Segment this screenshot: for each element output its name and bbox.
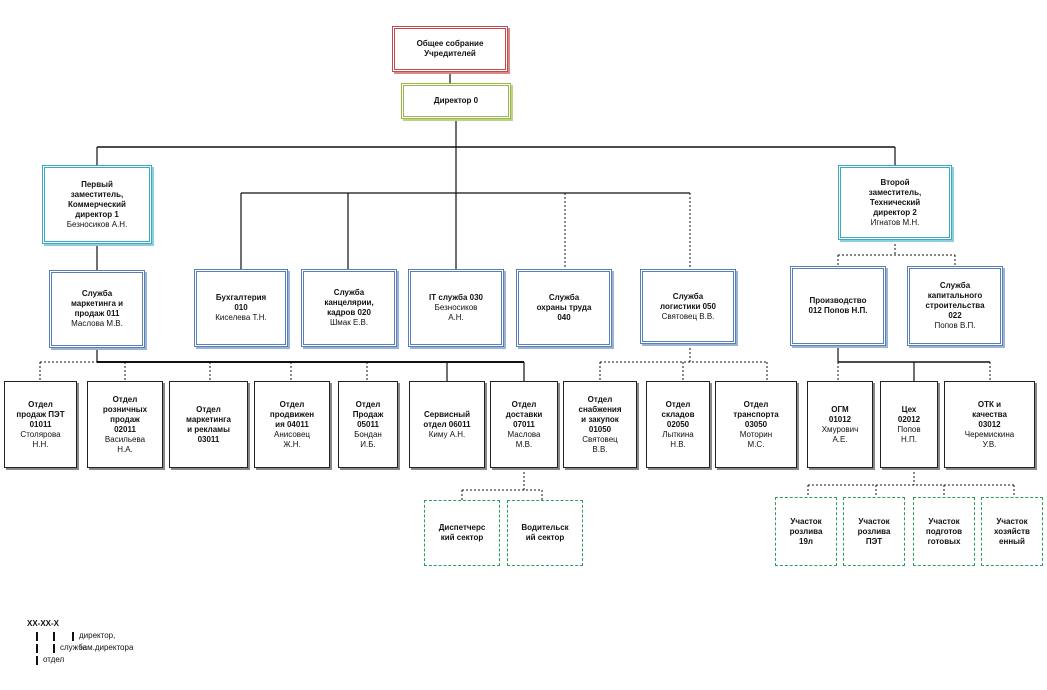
node-logistics-label: Служба логистики 050 bbox=[660, 291, 716, 311]
node-dept-service-label: Сервисный отдел 06011 bbox=[423, 409, 471, 429]
node-dept-transport-person: Моторин М.С. bbox=[739, 429, 773, 449]
node-sector-drivers: Водительск ий сектор bbox=[507, 500, 583, 566]
node-marketing-label: Служба маркетинга и продаж 011 bbox=[70, 289, 124, 318]
node-deputy2-person: Игнатов М.Н. bbox=[870, 217, 920, 227]
node-section-preparation-label: Участок подготов готовых bbox=[925, 516, 963, 546]
node-dept-delivery-person: Маслова М.В. bbox=[507, 429, 541, 449]
node-dept-warehouses-label: Отдел складов 02050 bbox=[661, 399, 695, 429]
node-dept-promotion-person: Анисовец Ж.Н. bbox=[274, 429, 310, 449]
node-section-bottling-pet-label: Участок розлива ПЭТ bbox=[857, 516, 891, 546]
node-office-person: Шмак Е.В. bbox=[329, 318, 369, 327]
node-dept-retail-sales-label: Отдел розничных продаж 02011 bbox=[102, 394, 148, 434]
node-dept-retail-sales-person: Васильева Н.А. bbox=[104, 434, 146, 454]
node-it-label: IT служба 030 bbox=[429, 293, 483, 302]
node-dept-shop-person: Попов Н.П. bbox=[897, 424, 921, 444]
node-dept-ogm-person: Хмурович А.Е. bbox=[821, 424, 859, 444]
node-sector-dispatch-label: Диспетчерс кий сектор bbox=[438, 523, 486, 542]
node-accounting-person: Киселева Т.Н. bbox=[215, 313, 267, 322]
node-dept-pet-sales-person: Столярова Н.Н. bbox=[20, 429, 61, 449]
node-safety: Служба охраны труда 040 bbox=[516, 269, 612, 347]
node-safety-label: Служба охраны труда 040 bbox=[536, 293, 592, 322]
node-section-bottling-19l-label: Участок розлива 19л bbox=[789, 516, 823, 546]
node-it-person: Безносиков А.Н. bbox=[434, 303, 478, 322]
node-production: Производство 012 Попов Н.П. bbox=[790, 266, 886, 346]
node-section-bottling-19l: Участок розлива 19л bbox=[775, 497, 837, 566]
node-office-label: Служба канцелярии, кадров 020 bbox=[324, 288, 374, 317]
node-dept-service-person: Киму А.Н. bbox=[428, 429, 466, 439]
node-deputy2-label: Второй заместитель, Технический директор… bbox=[868, 177, 922, 217]
node-section-preparation: Участок подготов готовых bbox=[913, 497, 975, 566]
node-section-utility: Участок хозяйств енный bbox=[981, 497, 1043, 566]
node-deputy1-person: Безносиков А.Н. bbox=[66, 219, 128, 229]
legend-item-service: служба bbox=[27, 642, 87, 654]
legend-item-director: директор, зам.директора bbox=[27, 630, 133, 652]
node-dept-shop-label: Цех 02012 bbox=[897, 404, 921, 424]
node-section-bottling-pet: Участок розлива ПЭТ bbox=[843, 497, 905, 566]
node-logistics-person: Святовец В.В. bbox=[661, 311, 715, 321]
node-dept-pet-sales-label: Отдел продаж ПЭТ 01011 bbox=[16, 399, 65, 429]
node-deputy1-label: Первый заместитель, Коммерческий директо… bbox=[68, 179, 126, 219]
node-deputy2: Второй заместитель, Технический директор… bbox=[838, 165, 952, 240]
node-accounting-label: Бухгалтерия 010 bbox=[215, 293, 267, 312]
node-director-label: Директор 0 bbox=[433, 96, 479, 105]
legend: ХХ-ХХ-Х директор, зам.директора служба о… bbox=[27, 618, 133, 666]
node-dept-procurement-person: Святовец В.В. bbox=[582, 434, 618, 454]
node-sector-drivers-label: Водительск ий сектор bbox=[521, 523, 569, 542]
node-dept-procurement-label: Отдел снабжения и закупок 01050 bbox=[578, 394, 622, 434]
node-director: Директор 0 bbox=[401, 83, 511, 119]
node-deputy1: Первый заместитель, Коммерческий директо… bbox=[42, 165, 152, 244]
legend-code: ХХ-ХХ-Х bbox=[27, 619, 60, 628]
node-construction-person: Попов В.П. bbox=[934, 321, 976, 330]
node-section-utility-label: Участок хозяйств енный bbox=[994, 516, 1030, 546]
node-dept-delivery-label: Отдел доставки 07011 bbox=[505, 399, 543, 429]
node-marketing-person: Маслова М.В. bbox=[71, 319, 123, 328]
node-dept-promotion-label: Отдел продвижен ия 04011 bbox=[269, 399, 315, 429]
node-assembly-label: Общее собрание Учредителей bbox=[416, 39, 484, 58]
legend-item-department: отдел bbox=[27, 654, 64, 666]
node-construction-label: Служба капитального строительства 022 bbox=[925, 281, 985, 320]
node-dept-sales-person: Бондан И.Б. bbox=[354, 429, 382, 449]
node-dept-transport-label: Отдел транспорта 03050 bbox=[733, 399, 779, 429]
node-assembly: Общее собрание Учредителей bbox=[392, 26, 508, 72]
node-sector-dispatch: Диспетчерс кий сектор bbox=[424, 500, 500, 566]
node-dept-quality-label: ОТК и качества 03012 bbox=[972, 399, 1007, 429]
node-dept-warehouses-person: Лыткина Н.В. bbox=[662, 429, 694, 449]
node-dept-sales-label: Отдел Продаж 05011 bbox=[352, 399, 384, 429]
node-dept-marketing-advertising: Отдел маркетинга и рекламы 03011 bbox=[169, 381, 248, 468]
node-dept-quality-person: Черемискина У.В. bbox=[964, 429, 1015, 449]
node-production-label: Производство 012 Попов Н.П. bbox=[808, 296, 868, 315]
node-dept-marketing-advertising-label: Отдел маркетинга и рекламы 03011 bbox=[186, 404, 231, 444]
node-dept-ogm-label: ОГМ 01012 bbox=[828, 404, 852, 424]
